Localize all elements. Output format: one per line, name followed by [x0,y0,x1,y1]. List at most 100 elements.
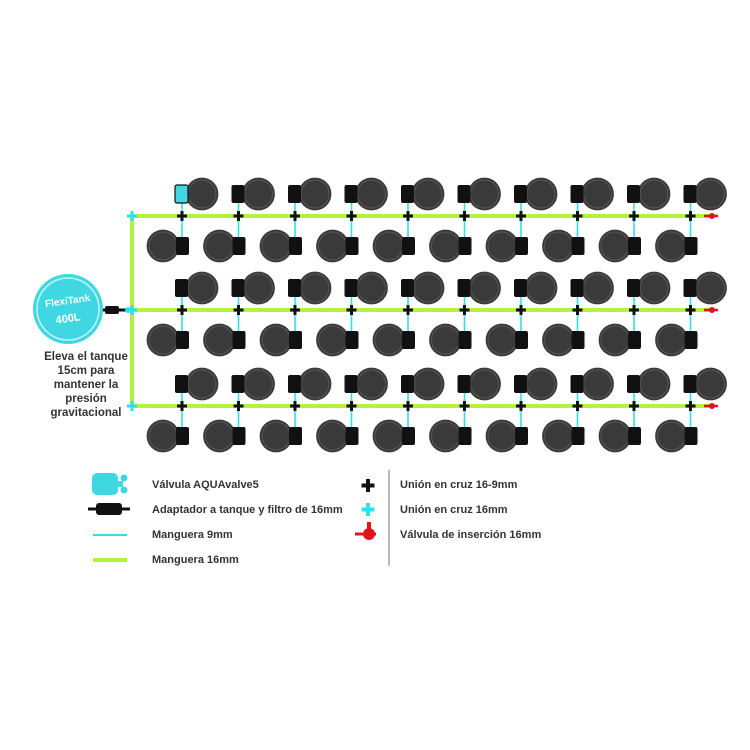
cross-joint-16-9 [459,214,470,218]
aquavalve [457,375,471,393]
cross-joint-16-9 [572,404,583,408]
pot [636,176,672,212]
cross-joint-16 [127,214,137,218]
pot [240,176,277,212]
cross-joints [127,211,696,411]
cross-joint-16-9 [516,214,526,218]
legend-label-cross-joint-16: Unión en cruz 16mm [400,504,508,516]
pot [184,270,220,306]
pot [653,418,690,454]
cross-joint-16-9 [629,308,639,312]
pot [466,270,503,306]
aquavalve [174,184,189,204]
aquavalve [457,185,471,203]
note-line: Eleva el tanque [44,351,128,363]
insertion-valve-icon [355,522,376,540]
pot [484,322,520,358]
insertion-valve [709,403,715,409]
pot [540,322,577,358]
aquavalve [232,237,246,255]
cross-joint-16-9 [403,404,413,408]
insertion-valve [709,213,715,219]
cross-joint-16-9 [346,214,357,218]
note-line: 15cm para [57,365,115,377]
cross-joint-16-9 [459,404,470,408]
cross-joint-16-icon [361,503,375,516]
cross-joint-16-9 [233,308,244,312]
pot [201,418,238,454]
pot [371,418,407,454]
aquavalve [288,279,301,297]
pot [653,322,690,358]
pot [258,228,294,264]
pot [540,418,577,454]
aquavalve [515,331,528,349]
cross-joint-16-9 [572,308,583,312]
aquavalve [628,237,641,255]
aquavalve [402,331,415,349]
pot [145,322,181,358]
pot [427,418,464,454]
pot [410,176,446,212]
aquavalve [345,331,359,349]
pot [597,322,633,358]
aquavalve [401,279,414,297]
pot [427,228,464,264]
cross-joint-16-9 [403,308,413,312]
tank-adapter-filter [100,306,131,314]
aquavalve [514,279,527,297]
aquavalve [570,279,584,297]
tank-elevation-note: Eleva el tanque 15cm para mantener la pr… [22,350,150,420]
pot [314,322,351,358]
tank-adapter-filter-icon [88,503,130,515]
cross-joint-16-9 [459,308,470,312]
aquavalve [289,427,302,445]
aquavalve [570,185,584,203]
aquavalve [684,427,698,445]
insertion-valve [709,307,715,313]
pot [353,366,390,402]
pot-grid [145,176,729,454]
aquavalve [628,427,641,445]
aquavalve [458,237,472,255]
pot [636,366,672,402]
pot [427,322,464,358]
pot [371,228,407,264]
aquavalve [684,237,698,255]
aquavalve [401,375,414,393]
aquavalve [515,237,528,255]
aquavalve [232,331,246,349]
cross-joint-16-9 [572,214,583,218]
pot [240,366,277,402]
pot [579,270,616,306]
pot [258,322,294,358]
legend-label-hose-9mm: Manguera 9mm [152,529,233,541]
aquavalve [514,185,527,203]
note-line: mantener la [53,379,119,391]
cross-joint-16-9 [403,214,413,218]
cross-joint-16-9 [516,404,526,408]
pot [484,418,520,454]
cross-joint-16-9 [177,404,187,408]
pot [314,418,351,454]
aquavalve [627,375,640,393]
aquavalve [176,331,189,349]
aquavalve [289,237,302,255]
pot [297,270,333,306]
aquavalve [289,331,302,349]
cross-joint-16 [127,404,137,408]
aquavalve [175,279,188,297]
pot [579,176,616,212]
pot [297,176,333,212]
aquavalve [514,375,527,393]
pot [653,228,690,264]
pot [466,366,503,402]
aquavalve [288,185,301,203]
pot [540,228,577,264]
aquavalve [232,427,246,445]
cross-joint-16-9 [629,404,639,408]
aquavalve [345,427,359,445]
pot [597,228,633,264]
cross-joint-16-9 [177,214,187,218]
